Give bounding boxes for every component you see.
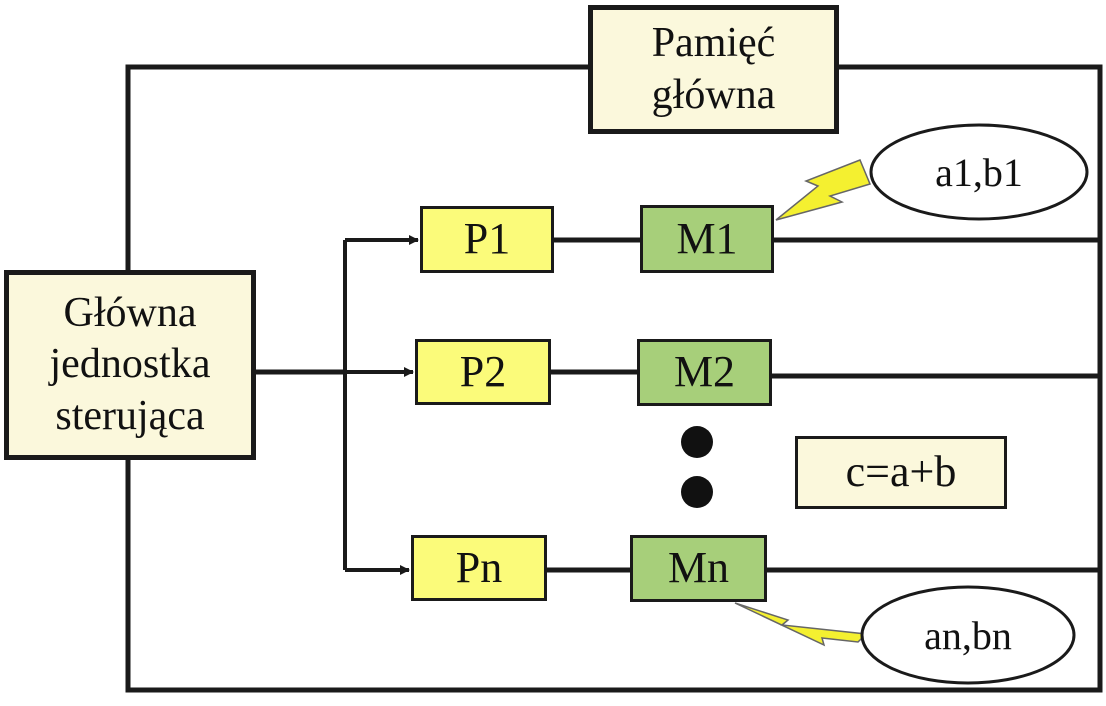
memory-module-m2: M2 xyxy=(637,339,772,406)
bubble-a1b1-label: a1,b1 xyxy=(935,150,1023,195)
main-memory-box: Pamięć główna xyxy=(588,5,839,134)
control-unit-label-line1: Główna xyxy=(63,290,197,337)
memory-module-mn-label: Mn xyxy=(667,543,730,593)
processor-p1-label: P1 xyxy=(463,214,511,264)
memory-module-m1-label: M1 xyxy=(676,213,738,263)
ellipsis-dot-lower xyxy=(681,476,713,508)
processor-pn: Pn xyxy=(411,535,547,601)
control-unit-label-line2: jednostka xyxy=(49,341,211,388)
operation-label: c=a+b xyxy=(845,447,957,497)
memory-module-m2-label: M2 xyxy=(673,347,736,397)
operation-box: c=a+b xyxy=(795,436,1007,509)
bus-line-top xyxy=(125,64,590,272)
memory-module-m1: M1 xyxy=(640,205,774,273)
main-memory-label-line2: główna xyxy=(651,71,776,118)
processor-p1: P1 xyxy=(420,206,554,273)
bubble-anbn xyxy=(860,585,1076,685)
processor-pn-label: Pn xyxy=(455,542,503,592)
bubble-anbn-label: an,bn xyxy=(924,613,1012,658)
control-unit-box: Główna jednostka sterująca xyxy=(4,270,256,460)
lightning-bolt-upper-icon xyxy=(775,159,872,221)
bus-line-top-right xyxy=(125,64,1103,693)
ellipsis-dot-upper xyxy=(681,426,713,458)
memory-module-mn: Mn xyxy=(630,535,767,602)
main-memory-label-line1: Pamięć xyxy=(651,20,776,67)
processor-p2: P2 xyxy=(415,339,551,405)
processor-p2-label: P2 xyxy=(459,346,507,396)
control-unit-label-line3: sterująca xyxy=(55,392,205,439)
bubble-a1b1 xyxy=(869,123,1089,221)
lightning-bolt-lower-icon xyxy=(734,602,868,647)
